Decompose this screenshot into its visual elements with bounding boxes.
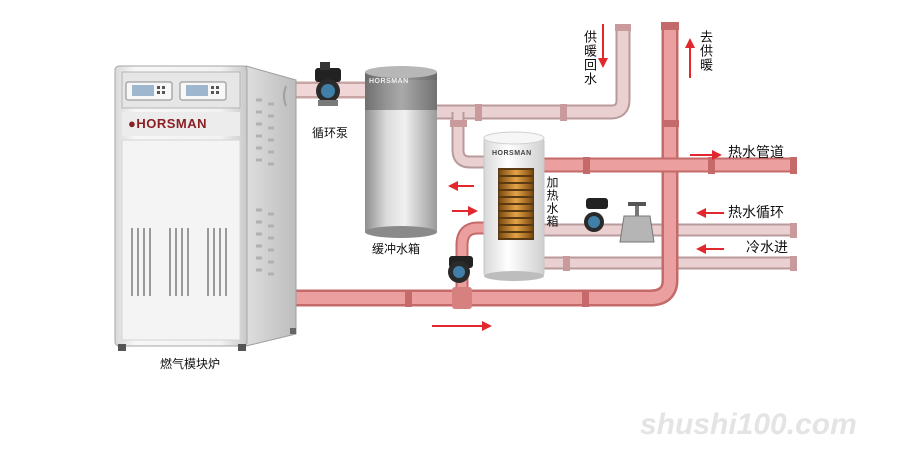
site-watermark: shushi100.com (640, 408, 857, 441)
pump-icon (584, 198, 608, 232)
pipe-fittings (405, 24, 797, 307)
hot-water-circulation-label: 热水循环 (728, 205, 784, 221)
boiler-label: 燃气模块炉 (160, 357, 221, 371)
to-heating-label: 去供暖 (697, 30, 712, 72)
gas-modular-boiler (114, 65, 297, 351)
pump-icon (315, 62, 341, 106)
flow-arrow-icon (696, 244, 724, 254)
hot-water-pipe-label: 热水管道 (728, 145, 784, 161)
pump-icon (448, 256, 473, 283)
flow-arrow-icon (690, 150, 722, 160)
boiler-brand-logo: ●HORSMAN (128, 116, 208, 131)
flow-arrow-icon (452, 206, 478, 216)
buffer-tank-brand-logo: HORSMAN (369, 78, 409, 85)
flow-arrow-icon (432, 321, 492, 331)
cold-water-in-label: 冷水进 (746, 240, 788, 256)
flow-arrows (432, 24, 724, 331)
hot-pipes (286, 22, 795, 311)
buffer-tank-label: 缓冲水箱 (372, 242, 421, 256)
heating-return-label: 供暖回水 (581, 30, 596, 86)
heating-tank-label: 加热水箱 (545, 176, 559, 228)
flow-arrow-icon (448, 181, 474, 191)
valve-icon (619, 202, 655, 243)
buffer-tank (365, 66, 437, 238)
flow-arrow-icon (685, 38, 695, 78)
flow-arrow-icon (598, 24, 608, 68)
heating-water-tank (483, 131, 545, 281)
circulation-pump-label: 循环泵 (312, 126, 349, 140)
flow-arrow-icon (696, 208, 724, 218)
heating-tank-brand-logo: HORSMAN (492, 150, 532, 157)
